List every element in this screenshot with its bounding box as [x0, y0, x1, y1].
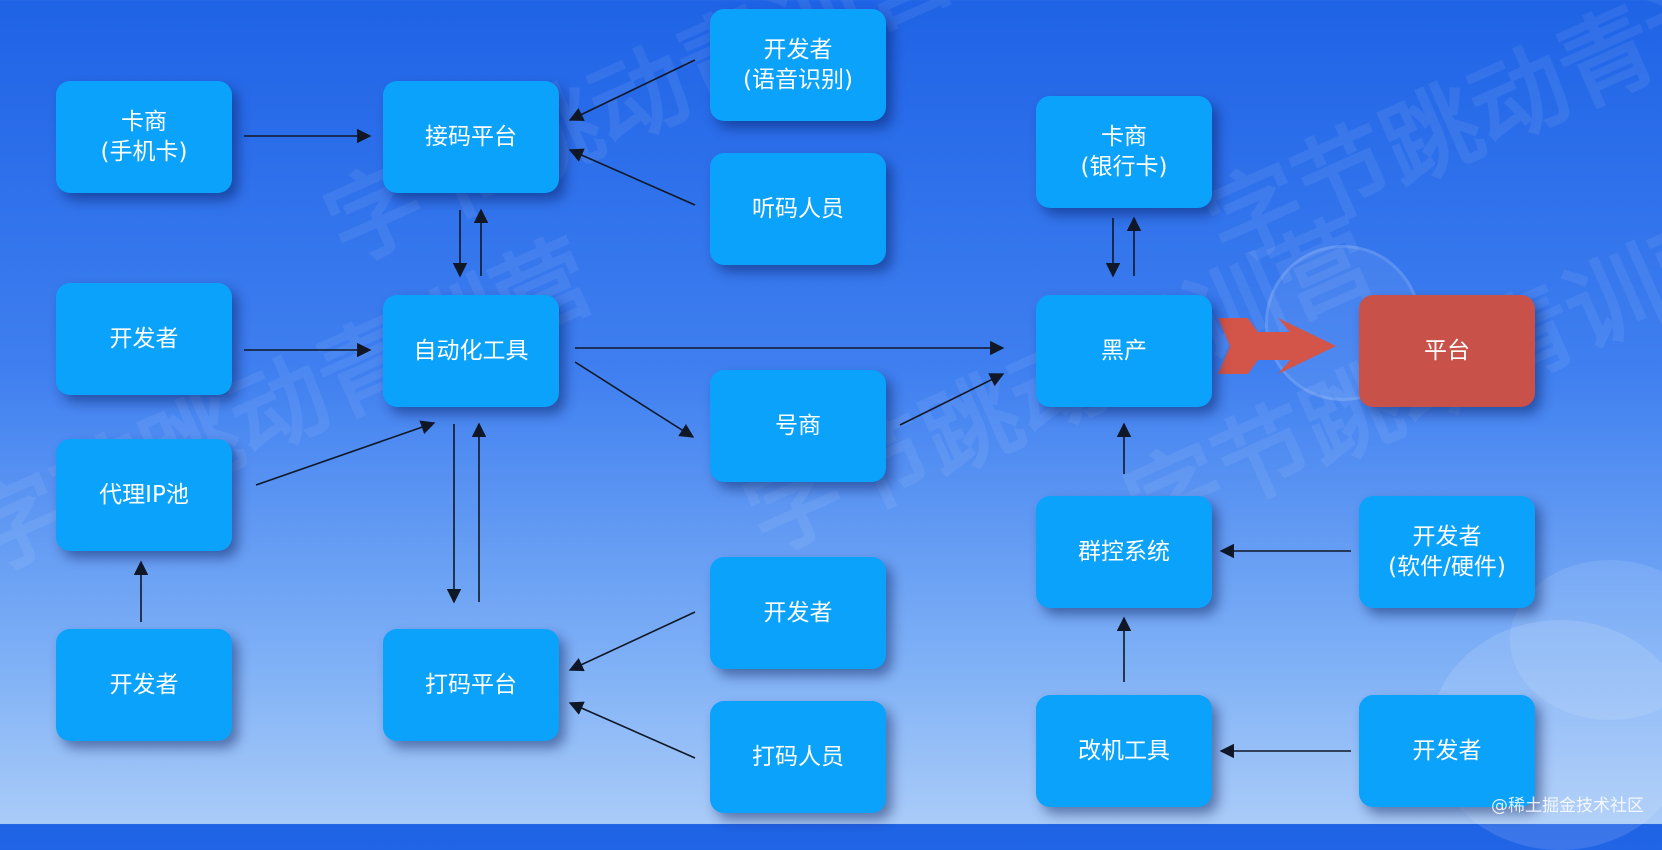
edge-haoshang-to-heichan	[899, 373, 1005, 426]
node-label: 群控系统	[1078, 539, 1170, 565]
edge-layer	[133, 59, 1351, 759]
node-kashang-bank: 卡商 (银行卡)	[1036, 96, 1212, 208]
node-dev-sw-hw: 开发者 (软件/硬件)	[1359, 496, 1535, 608]
node-label: 开发者	[763, 37, 833, 63]
node-label: 卡商	[121, 109, 167, 135]
node-sublabel: (银行卡)	[1080, 154, 1168, 180]
node-sublabel: (软件/硬件)	[1388, 554, 1506, 580]
node-label: 平台	[1424, 338, 1470, 364]
footer-credit: @稀土掘金技术社区	[1491, 796, 1644, 816]
node-label: 开发者	[1412, 524, 1482, 550]
node-dev-voice: 开发者 (语音识别)	[710, 9, 886, 121]
node-qunkong: 群控系统	[1036, 496, 1212, 608]
attack-arrow-icon	[1218, 318, 1336, 374]
node-dev-4: 开发者	[1359, 695, 1535, 807]
node-dev-2: 开发者	[56, 629, 232, 741]
node-label: 号商	[775, 413, 821, 439]
node-label: 打码平台	[425, 672, 517, 698]
node-label: 开发者	[109, 672, 179, 698]
node-auto-tool: 自动化工具	[383, 295, 559, 407]
node-heichan: 黑产	[1036, 295, 1212, 407]
node-haoshang: 号商	[710, 370, 886, 482]
node-label: 打码人员	[752, 744, 844, 770]
node-kashang-sim: 卡商 (手机卡)	[56, 81, 232, 193]
edge-dev-voice-to-jiema	[568, 59, 696, 121]
node-label: 开发者	[1412, 738, 1482, 764]
node-jiema-platform: 接码平台	[383, 81, 559, 193]
node-proxy-ip: 代理IP池	[56, 439, 232, 551]
edge-dev3-to-dama	[568, 611, 696, 672]
node-label: 开发者	[109, 326, 179, 352]
node-label: 代理IP池	[99, 482, 189, 508]
node-sublabel: (手机卡)	[100, 139, 188, 165]
node-label: 接码平台	[425, 124, 517, 150]
node-label: 听码人员	[752, 196, 844, 222]
edge-auto-to-haoshang	[574, 361, 695, 438]
node-dev-3: 开发者	[710, 557, 886, 669]
node-label: 改机工具	[1078, 738, 1170, 764]
node-dama-staff: 打码人员	[710, 701, 886, 813]
edge-proxy-to-auto	[255, 420, 436, 486]
node-label: 自动化工具	[413, 338, 529, 364]
node-label: 开发者	[763, 600, 833, 626]
node-label: 黑产	[1101, 338, 1147, 364]
edge-tingma-to-jiema	[568, 148, 696, 206]
edge-dama-staff-to-dama	[568, 701, 696, 759]
node-dama-platform: 打码平台	[383, 629, 559, 741]
node-platform: 平台	[1359, 295, 1535, 407]
node-dev-1: 开发者	[56, 283, 232, 395]
node-gaiji: 改机工具	[1036, 695, 1212, 807]
node-sublabel: (语音识别)	[743, 67, 853, 93]
node-tingma-staff: 听码人员	[710, 153, 886, 265]
node-label: 卡商	[1101, 124, 1147, 150]
